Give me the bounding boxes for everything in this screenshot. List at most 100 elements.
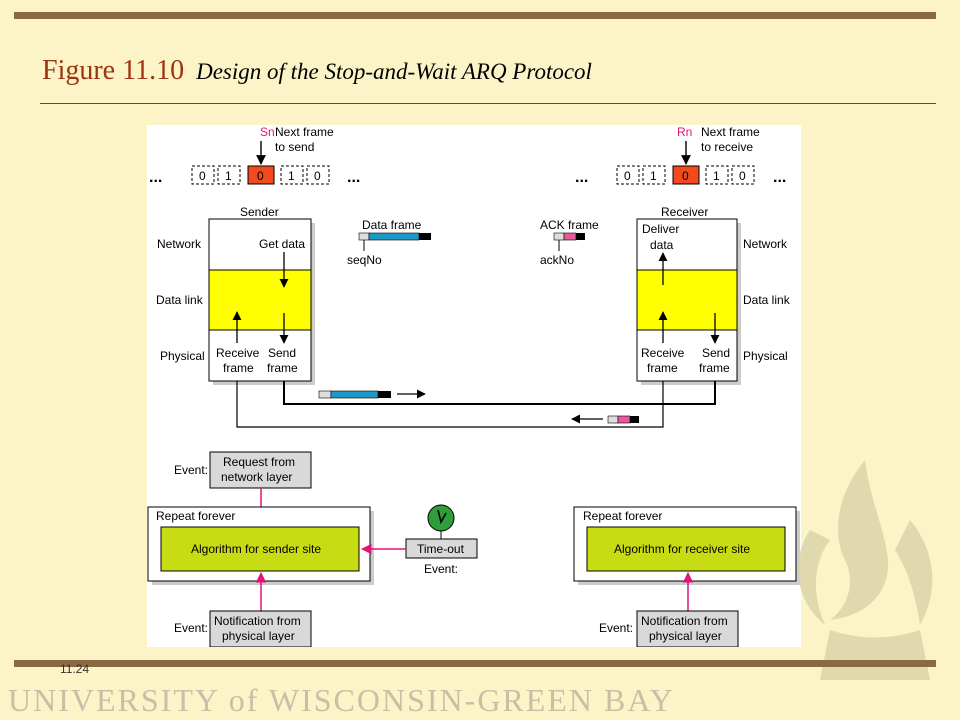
data-frame-label: Data frame: [362, 218, 422, 232]
ack-in-transit-header: [607, 415, 619, 424]
data-frame-legend: Data frame seqNo: [347, 218, 431, 267]
sn-note-2: to send: [275, 140, 314, 154]
sender-window-cell: [280, 165, 304, 185]
deliver-label-1: Deliver: [642, 222, 679, 236]
receiver-receive-label-1: Receive: [641, 346, 685, 360]
sender-cell-label: 1: [288, 169, 295, 183]
top-bar: [14, 12, 936, 19]
sender-title: Sender: [240, 205, 279, 219]
sender-send-label-2: frame: [267, 361, 298, 375]
sender-ellipsis-left: ...: [149, 169, 162, 186]
rn-note-2: to receive: [701, 140, 753, 154]
receiver-title: Receiver: [661, 205, 708, 219]
university-footer: UNIVERSITY of WISCONSIN-GREEN BAY: [8, 682, 675, 718]
receiver-cell-label: 0: [682, 169, 689, 183]
reverse-link: [236, 381, 664, 428]
timeout-label: Time-out: [417, 542, 465, 556]
get-data-label: Get data: [259, 237, 305, 251]
slide-title: Figure 11.10 Design of the Stop-and-Wait …: [42, 50, 592, 87]
receiver-physical-label: Physical: [743, 349, 788, 363]
slide-number: 11.24: [60, 662, 90, 676]
sender-datalink-label: Data link: [156, 293, 204, 307]
protocol-figure: Sn Next frame to send ... 0 1 0 1 0 ... …: [147, 125, 801, 648]
sender-cell-label: 0: [257, 169, 264, 183]
sender-window-cell: [306, 165, 330, 185]
ack-frame-label: ACK frame: [540, 218, 599, 232]
sender-current-cell: [247, 165, 275, 185]
receiver-window-cell: [705, 165, 729, 185]
sender-repeat-label: Repeat forever: [156, 509, 235, 523]
receiver-algorithm: Repeat forever Algorithm for receiver si…: [573, 506, 800, 648]
receiver-current-cell: [672, 165, 700, 185]
sender-physical-label: Physical: [160, 349, 205, 363]
sender-receive-label-1: Receive: [216, 346, 260, 360]
rn-label: Rn: [677, 125, 692, 139]
deliver-label-2: data: [650, 238, 674, 252]
data-frame-trailer: [419, 233, 431, 240]
sender-cell-label: 0: [314, 169, 321, 183]
ackno-label: ackNo: [540, 253, 574, 267]
sender-network-label: Network: [157, 237, 202, 251]
receiver-cell-label: 1: [650, 169, 657, 183]
receiver-receive-label-2: frame: [647, 361, 678, 375]
sender-send-label-1: Send: [268, 346, 296, 360]
sender-stack: Sender Network Data link Physical Get da…: [156, 205, 315, 385]
receiver-network-label: Network: [743, 237, 788, 251]
receiver-stack: Receiver Network Data link Physical Deli…: [636, 205, 791, 385]
notify-label-2: physical layer: [222, 629, 295, 643]
receiver-window: Rn Next frame to receive ... 0 1 0 1 0 .…: [575, 125, 786, 186]
receiver-algorithm-box: [586, 526, 786, 572]
receiver-send-label-2: frame: [699, 361, 730, 375]
ack-in-transit-trailer: [630, 416, 639, 423]
sender-window: Sn Next frame to send ... 0 1 0 1 0 ...: [149, 125, 360, 186]
sn-note-1: Next frame: [275, 125, 334, 139]
sender-window-cell: [217, 165, 241, 185]
receiver-event-label: Event:: [599, 621, 633, 635]
sn-label: Sn: [260, 125, 275, 139]
figure-subtitle: Design of the Stop-and-Wait ARQ Protocol: [196, 59, 592, 84]
request-event-box: [209, 451, 312, 489]
receiver-window-cell: [731, 165, 755, 185]
ack-frame-legend: ACK frame ackNo: [540, 218, 599, 267]
rn-note-1: Next frame: [701, 125, 760, 139]
sender-algorithm-label: Algorithm for sender site: [191, 542, 321, 556]
data-frame-in-transit: [330, 390, 379, 399]
sender-cell-label: 1: [225, 169, 232, 183]
notify-event-box: [209, 610, 312, 648]
sender-cell-label: 0: [199, 169, 206, 183]
figure-number: Figure 11.10: [42, 55, 185, 86]
data-frame-header: [358, 232, 370, 241]
clock-hands: [437, 509, 447, 525]
ack-frame-control: [563, 232, 577, 241]
receiver-cell-label: 1: [713, 169, 720, 183]
sender-algorithm-box: [160, 526, 360, 572]
receiver-datalink-layer: [636, 269, 738, 331]
receiver-cell-label: 0: [624, 169, 631, 183]
receiver-window-cell: [616, 165, 640, 185]
receiver-repeat-label: Repeat forever: [583, 509, 662, 523]
title-rule: [40, 103, 936, 104]
request-label-1: Request from: [223, 455, 295, 469]
receiver-datalink-label: Data link: [743, 293, 791, 307]
receiver-ellipsis-right: ...: [773, 169, 786, 186]
sender-receive-label-2: frame: [223, 361, 254, 375]
bottom-bar: [14, 660, 936, 667]
receiver-cell-label: 0: [739, 169, 746, 183]
sender-algorithm: Event: Request from network layer Repeat…: [147, 451, 374, 648]
protocol-diagram: Sn Next frame to send ... 0 1 0 1 0 ... …: [147, 125, 800, 648]
receiver-window-cell: [642, 165, 666, 185]
notify-event-label: Event:: [174, 621, 208, 635]
data-frame-in-transit-header: [318, 390, 332, 399]
ack-frame-header: [553, 232, 565, 241]
phoenix-logo-watermark: [798, 460, 933, 680]
request-event-label: Event:: [174, 463, 208, 477]
request-label-2: network layer: [221, 470, 292, 484]
data-frame-in-transit-trailer: [378, 391, 391, 398]
clock-icon: [427, 504, 455, 532]
receiver-algorithm-label: Algorithm for receiver site: [614, 542, 750, 556]
forward-link: [283, 381, 716, 405]
ack-frame-trailer: [576, 233, 585, 240]
seqno-label: seqNo: [347, 253, 382, 267]
receiver-notify-label-1: Notification from: [641, 614, 728, 628]
timeout-event: Time-out Event:: [360, 504, 478, 576]
